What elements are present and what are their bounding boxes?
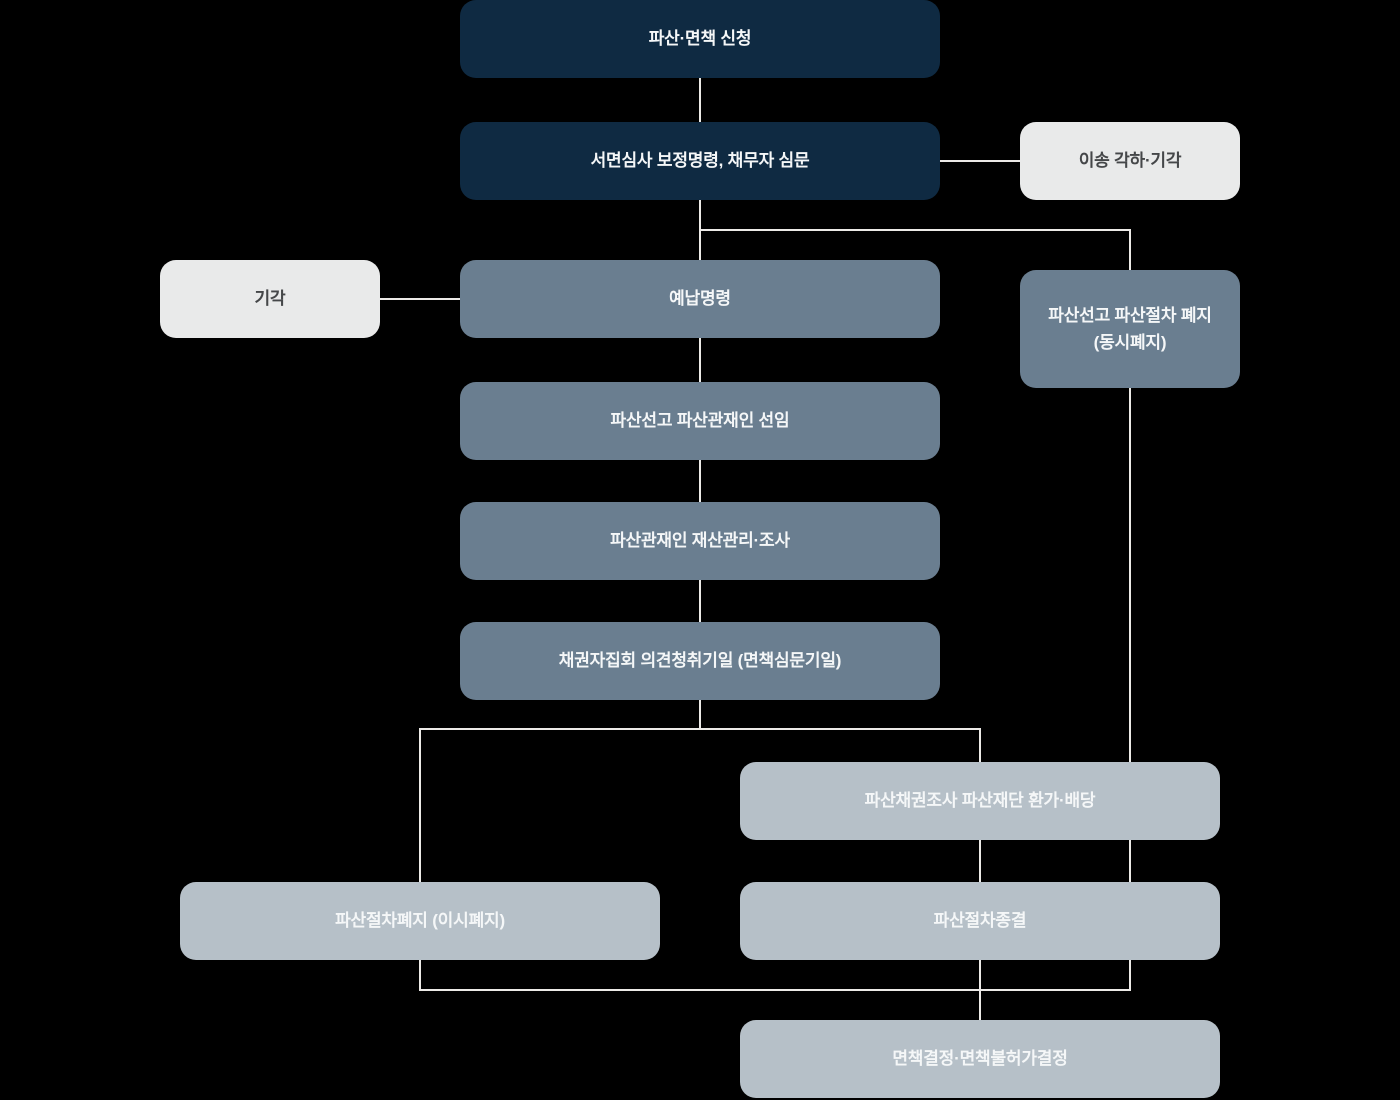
node-sublabel: (동시폐지) (1093, 333, 1167, 352)
node-label: 기각 (254, 289, 286, 309)
connector-simul-down (1129, 388, 1131, 991)
node-bankruptcy-declaration-trustee-appointment: 파산선고 파산관재인 선임 (460, 382, 940, 460)
connector-right-branch-down (979, 728, 981, 762)
connector-declare-manage (699, 460, 701, 502)
node-rejection: 기각 (160, 260, 380, 338)
node-label: 예납명령 (669, 289, 731, 309)
connector-branch-right-down (1129, 229, 1131, 270)
connector-manage-meeting (699, 580, 701, 622)
node-simultaneous-abolition: 파산선고 파산절차 폐지 (동시폐지) (1020, 270, 1240, 388)
node-procedure-conclusion: 파산절차종결 (740, 882, 1220, 960)
node-label: 파산절차종결 (933, 911, 1027, 931)
node-deposit-order: 예납명령 (460, 260, 940, 338)
node-label: 이송 각하·기각 (1078, 151, 1182, 171)
node-transfer-dismissal-rejection: 이송 각하·기각 (1020, 122, 1240, 200)
node-creditors-meeting-opinion-hearing: 채권자집회 의견청취기일 (면책심문기일) (460, 622, 940, 700)
node-label: 파산선고 파산관재인 선임 (610, 411, 790, 431)
connector-bottom-rail (419, 989, 1131, 991)
node-label: 파산절차폐지 (이시폐지) (335, 911, 505, 931)
node-label: 파산관재인 재산관리·조사 (610, 531, 790, 551)
connector-review-transfer (940, 160, 1020, 162)
node-label: 서면심사 보정명령, 채무자 심문 (590, 151, 810, 171)
node-trustee-asset-management-investigation: 파산관재인 재산관리·조사 (460, 502, 940, 580)
connector-reject-deposit (380, 298, 460, 300)
node-claims-investigation-liquidation-distribution: 파산채권조사 파산재단 환가·배당 (740, 762, 1220, 840)
connector-deposit-declare (699, 338, 701, 382)
node-procedure-abolition-later: 파산절차폐지 (이시폐지) (180, 882, 660, 960)
node-label: 파산채권조사 파산재단 환가·배당 (864, 791, 1096, 811)
connector-apply-review (699, 78, 701, 122)
node-label: 면책결정·면책불허가결정 (892, 1049, 1068, 1069)
connector-split-horizontal (419, 728, 981, 730)
connector-branch-right (699, 229, 1131, 231)
node-discharge-decision: 면책결정·면책불허가결정 (740, 1020, 1220, 1098)
connector-abolish-bottom (419, 960, 421, 991)
connector-left-branch-down (419, 728, 421, 882)
node-label: 파산·면책 신청 (648, 29, 752, 49)
node-bankruptcy-discharge-application: 파산·면책 신청 (460, 0, 940, 78)
node-label: 파산선고 파산절차 폐지 (1048, 305, 1212, 325)
node-label: 채권자집회 의견청취기일 (면책심문기일) (558, 651, 842, 671)
node-written-review-debtor-examination: 서면심사 보정명령, 채무자 심문 (460, 122, 940, 200)
connector-claims-conclude (979, 840, 981, 882)
connector-meeting-split (699, 700, 701, 730)
